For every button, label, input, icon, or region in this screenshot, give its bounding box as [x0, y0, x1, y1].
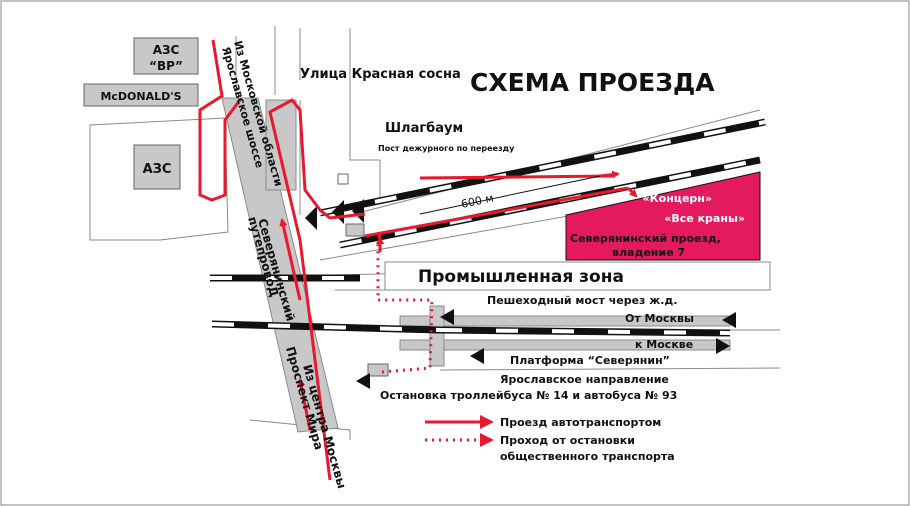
- legend-car-label: Проезд автотранспортом: [500, 416, 661, 429]
- azs-building: [133, 144, 181, 190]
- distance-line: [419, 175, 601, 215]
- legend-walk-arrow: [480, 433, 494, 447]
- car-route-arrow: [626, 186, 638, 198]
- car-route-arrow: [297, 378, 312, 431]
- destination-line3: Северянинский проезд,: [570, 232, 721, 245]
- page-title: СХЕМА ПРОЕЗДА: [470, 68, 715, 97]
- footbridge: [429, 305, 445, 367]
- walking-route: [376, 240, 434, 374]
- legend-car-arrow: [480, 415, 494, 429]
- legend-walk-label-2: общественного транспорта: [500, 450, 675, 463]
- destination-line4: владение 7: [612, 246, 685, 259]
- destination-block: [565, 171, 761, 261]
- destination-line2: «Все краны»: [664, 212, 745, 225]
- distance-label: 600 м: [460, 191, 495, 211]
- barrier-box: [345, 223, 365, 237]
- bus-stop-shelter: [367, 363, 389, 377]
- azs-label: АЗС: [143, 162, 172, 177]
- post-box: [337, 173, 349, 185]
- industrial-zone-label: Промышленная зона: [418, 267, 624, 287]
- barrier-label: Шлагбаум: [385, 121, 463, 136]
- crossing-post-label: Пост дежурного по переезду: [378, 144, 515, 153]
- car-route-arrow: [279, 218, 302, 301]
- krasnaya-sosna-label: Улица Красная сосна: [300, 67, 461, 82]
- industrial-zone-area: [384, 261, 771, 291]
- to-moscow-label: к Москве: [635, 338, 693, 351]
- mcdonalds-building: [83, 83, 199, 107]
- azs-bp-building: [133, 37, 199, 75]
- bus-stop-label: Остановка троллейбуса № 14 и автобуса № …: [380, 389, 677, 402]
- azs-bp-label: АЗС: [153, 43, 180, 57]
- mcdonalds-label: McDONALD'S: [100, 90, 181, 103]
- azs-bp-label: “ВР”: [149, 59, 183, 73]
- from-moscow-label: От Москвы: [625, 312, 694, 325]
- legend-walk-label: Проход от остановки: [500, 434, 635, 447]
- platform-lower: [399, 339, 731, 351]
- destination-line1: «Концерн»: [643, 192, 712, 205]
- car-route: [419, 174, 613, 180]
- platform-label: Платформа “Северянин”: [510, 354, 670, 367]
- severyaninsky-overpass: [221, 97, 339, 433]
- direction-label: Ярославское направление: [500, 373, 669, 386]
- footbridge-label: Пешеходный мост через ж.д.: [487, 294, 677, 307]
- car-route: [198, 39, 629, 481]
- legend: Проезд автотранспортом Проход от останов…: [425, 415, 675, 463]
